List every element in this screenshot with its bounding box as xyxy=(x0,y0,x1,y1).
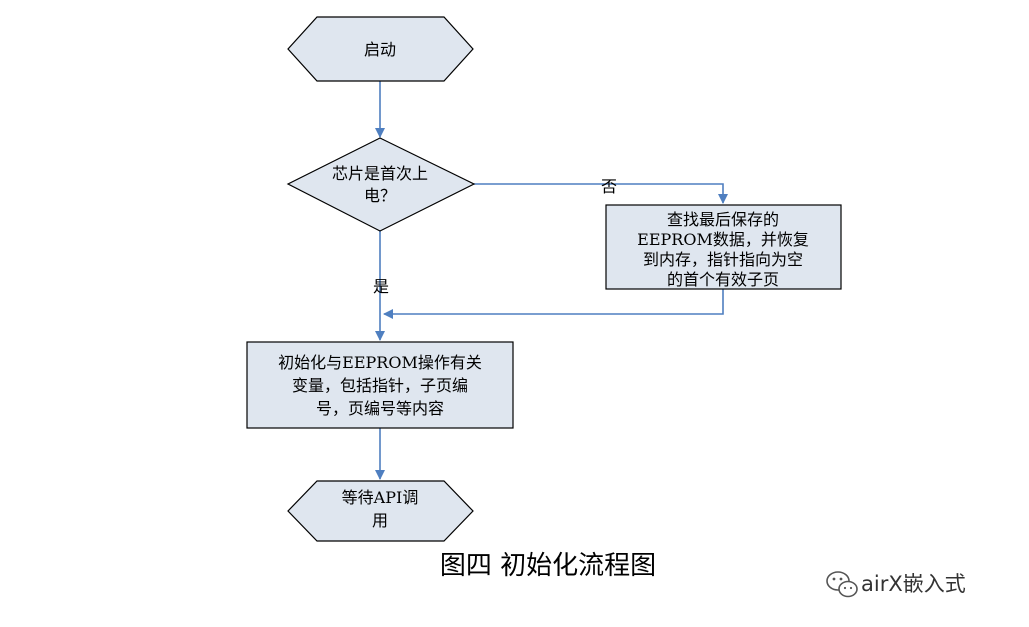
decision-label-line-1: 芯片是首次上 xyxy=(332,164,428,183)
watermark-text: airX嵌入式 xyxy=(861,572,966,596)
edge-restore-to-init xyxy=(383,289,724,319)
restore-node: 查找最后保存的 EEPROM数据，并恢复 到内存，指针指向为空 的首个有效子页 xyxy=(605,204,842,290)
edge-label-yes: 是 xyxy=(373,277,389,296)
end-label-line-1: 等待API调 xyxy=(342,488,419,507)
start-node: 启动 xyxy=(287,16,474,82)
decision-diamond xyxy=(286,137,476,232)
start-hexagon xyxy=(287,16,474,82)
init-box xyxy=(246,341,514,429)
restore-label-line-3: 到内存，指针指向为空 xyxy=(643,250,803,269)
init-label-line-2: 变量，包括指针，子页编 xyxy=(292,376,468,395)
figure-caption: 图四 初始化流程图 xyxy=(440,551,656,581)
watermark: airX嵌入式 xyxy=(826,571,966,598)
end-hexagon xyxy=(287,480,474,542)
edge-label-no: 否 xyxy=(601,177,617,196)
restore-box xyxy=(605,204,842,290)
restore-label-line-4: 的首个有效子页 xyxy=(667,270,779,289)
decision-node: 芯片是首次上 电？ xyxy=(286,137,476,232)
end-node: 等待API调 用 xyxy=(287,480,474,542)
init-node: 初始化与EEPROM操作有关 变量，包括指针，子页编 号，页编号等内容 xyxy=(246,341,514,429)
start-label: 启动 xyxy=(364,40,396,59)
edge-decision-no-to-restore xyxy=(474,183,728,204)
restore-label-line-2: EEPROM数据，并恢复 xyxy=(637,230,809,249)
decision-label-line-2: 电？ xyxy=(364,186,396,205)
wechat-icon xyxy=(826,571,858,598)
init-label-line-1: 初始化与EEPROM操作有关 xyxy=(278,353,482,372)
end-label-line-2: 用 xyxy=(372,511,388,530)
init-label-line-3: 号，页编号等内容 xyxy=(316,399,444,418)
restore-label-line-1: 查找最后保存的 xyxy=(667,210,779,229)
